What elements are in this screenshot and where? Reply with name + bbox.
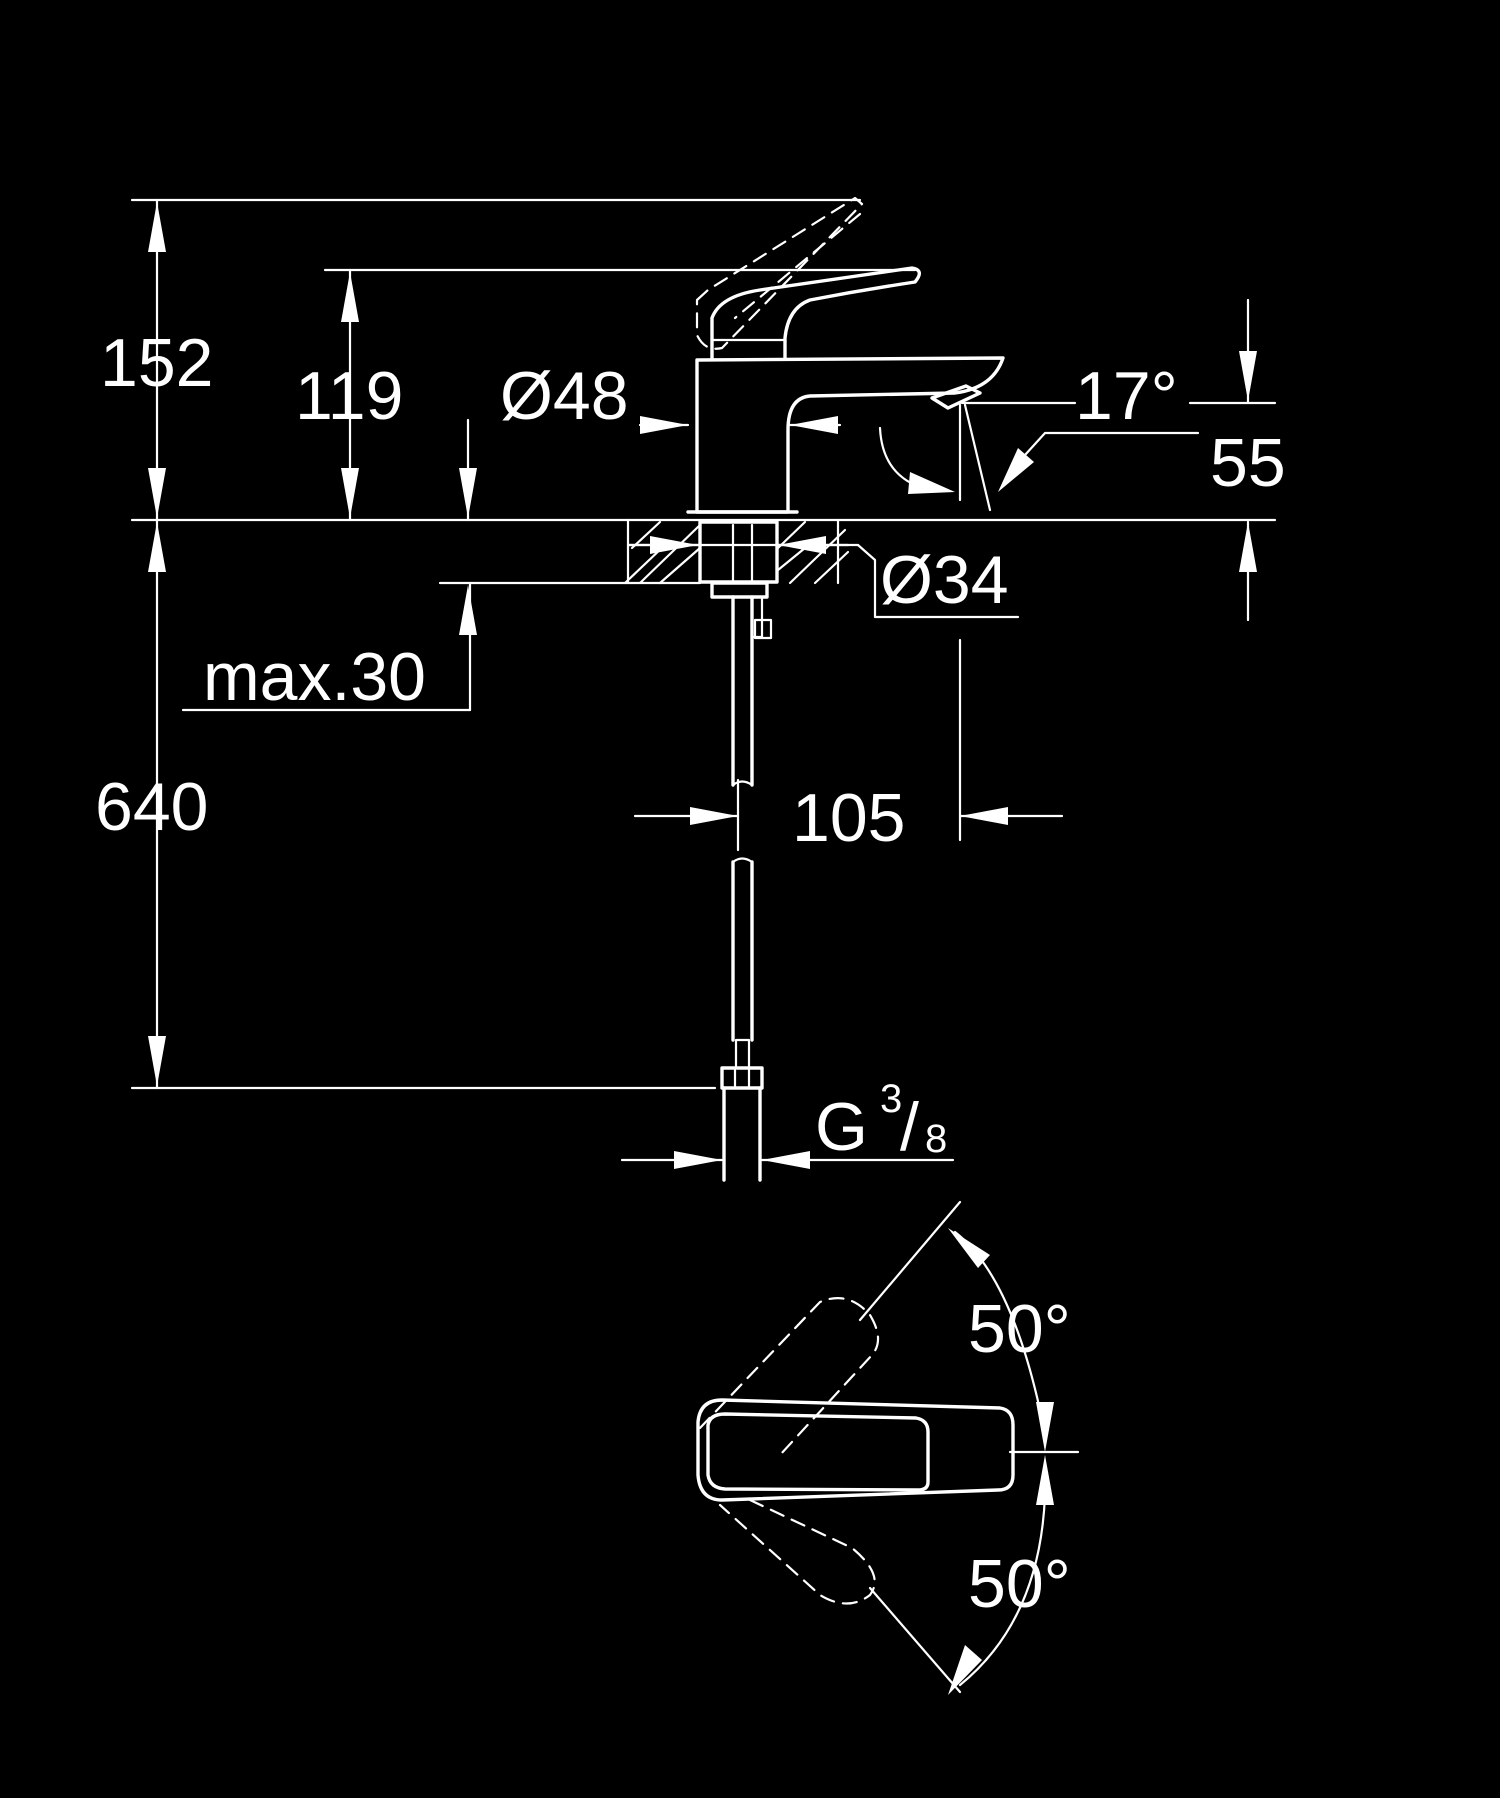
dimension-640 bbox=[148, 518, 166, 1090]
dimension-17deg bbox=[878, 401, 1200, 512]
extension-lines bbox=[130, 198, 1277, 1090]
faucet-top-view bbox=[696, 1200, 1080, 1695]
faucet-side-view bbox=[686, 196, 1005, 514]
svg-text:G: G bbox=[815, 1089, 868, 1165]
label-outlet-height: 55 bbox=[1210, 425, 1286, 501]
deck-hatch-right bbox=[776, 520, 850, 585]
label-projection: 105 bbox=[792, 780, 905, 856]
svg-text:3: 3 bbox=[880, 1077, 902, 1121]
deck-section bbox=[623, 518, 850, 585]
label-spout-height: 119 bbox=[295, 358, 403, 434]
dimension-55 bbox=[1188, 298, 1277, 622]
supply-hose bbox=[720, 595, 764, 1182]
label-max-deck: max.30 bbox=[203, 639, 426, 715]
label-hose-length: 640 bbox=[95, 769, 208, 845]
mounting-shank bbox=[698, 520, 779, 640]
dimension-119 bbox=[341, 268, 359, 522]
label-rotation-right: 50° bbox=[968, 1546, 1071, 1622]
deck-hatch-left bbox=[623, 520, 702, 585]
label-mixer-diameter: Ø48 bbox=[500, 358, 629, 434]
label-total-height: 152 bbox=[100, 325, 213, 401]
label-rotation-left: 50° bbox=[968, 1291, 1071, 1367]
dimension-max30 bbox=[459, 418, 477, 635]
dimension-152 bbox=[148, 198, 166, 522]
label-hole-diameter: Ø34 bbox=[880, 542, 1009, 618]
dimension-105 bbox=[633, 638, 1064, 852]
svg-text:8: 8 bbox=[925, 1117, 947, 1161]
svg-text:/: / bbox=[900, 1089, 919, 1165]
angle-arc-lower bbox=[958, 1493, 1047, 1687]
dimension-g38 bbox=[620, 1151, 955, 1169]
label-connection-thread: G 3 / 8 bbox=[815, 1077, 947, 1165]
label-spout-angle: 17° bbox=[1075, 358, 1178, 434]
dimension-labels: 152 119 Ø48 17° 55 Ø34 max.30 640 105 G … bbox=[95, 325, 1286, 1622]
dimension-o48 bbox=[638, 416, 842, 434]
